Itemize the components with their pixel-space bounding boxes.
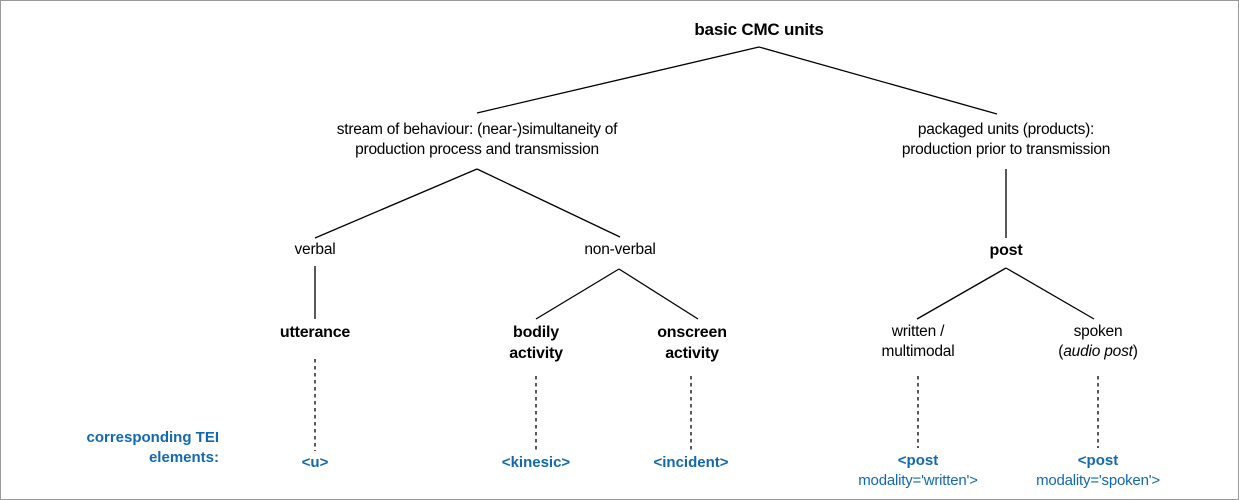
tei-legend: corresponding TEI elements: bbox=[19, 428, 219, 467]
node-written-multimodal[interactable]: written / multimodal bbox=[882, 322, 955, 363]
tei-tag: <incident> bbox=[653, 454, 729, 471]
edge-nonverbal-onscreen bbox=[618, 268, 699, 320]
edge-root-packaged bbox=[758, 46, 998, 115]
tei-element-post-spoken[interactable]: <post modality='spoken'> bbox=[1036, 451, 1160, 490]
node-basic-cmc-units[interactable]: basic CMC units bbox=[694, 19, 823, 41]
edge-root-stream bbox=[476, 46, 760, 114]
node-label: verbal bbox=[294, 241, 336, 258]
node-verbal[interactable]: verbal bbox=[294, 240, 335, 260]
tei-tag: <post bbox=[1077, 452, 1119, 469]
tei-element-kinesic[interactable]: <kinesic> bbox=[502, 453, 570, 473]
node-label-line2: activity bbox=[665, 345, 719, 363]
tei-element-post-written[interactable]: <post modality='written'> bbox=[858, 451, 978, 490]
tei-element-incident[interactable]: <incident> bbox=[653, 453, 728, 473]
edge-stream-nonverbal bbox=[476, 168, 621, 238]
node-label-line1: onscreen bbox=[657, 324, 727, 341]
node-label-line2: production process and transmission bbox=[355, 141, 599, 159]
tei-element-u[interactable]: <u> bbox=[302, 453, 329, 473]
edge-stream-verbal bbox=[314, 168, 478, 239]
node-label-line1: stream of behaviour: (near-)simultaneity… bbox=[336, 121, 618, 138]
audio-post-italic: audio post bbox=[1063, 343, 1133, 361]
node-bodily-activity[interactable]: bodily activity bbox=[509, 322, 563, 364]
paren-open: ( bbox=[1058, 343, 1064, 361]
node-non-verbal[interactable]: non-verbal bbox=[584, 240, 655, 260]
node-utterance[interactable]: utterance bbox=[280, 322, 350, 343]
node-label: non-verbal bbox=[584, 241, 656, 258]
node-spoken-audio-post[interactable]: spoken (audio post) bbox=[1058, 322, 1138, 363]
node-label-line1: bodily bbox=[513, 324, 559, 341]
node-label-line2: (audio post) bbox=[1058, 342, 1138, 362]
node-label-line1: written / bbox=[891, 323, 945, 340]
node-label: post bbox=[989, 242, 1023, 259]
tei-tag: <u> bbox=[301, 454, 329, 471]
edge-post-written bbox=[916, 267, 1007, 320]
tei-attr: modality='written'> bbox=[858, 471, 978, 489]
tei-attr: modality='spoken'> bbox=[1036, 471, 1160, 489]
node-post[interactable]: post bbox=[990, 240, 1023, 261]
node-stream-of-behaviour[interactable]: stream of behaviour: (near-)simultaneity… bbox=[336, 120, 618, 161]
node-packaged-units[interactable]: packaged units (products): production pr… bbox=[901, 120, 1111, 161]
node-label-line1: spoken bbox=[1073, 323, 1123, 340]
tei-tag: <post bbox=[897, 452, 939, 469]
paren-close: ) bbox=[1132, 343, 1138, 361]
edge-post-spoken bbox=[1005, 267, 1095, 320]
node-onscreen-activity[interactable]: onscreen activity bbox=[657, 322, 727, 364]
node-label-line2: multimodal bbox=[881, 343, 955, 361]
node-label-line1: packaged units (products): bbox=[917, 121, 1095, 138]
node-label: utterance bbox=[279, 324, 351, 341]
tei-legend-line1: corresponding TEI bbox=[86, 429, 219, 446]
node-label: basic CMC units bbox=[694, 20, 824, 39]
node-label-line2: activity bbox=[509, 345, 563, 363]
node-label-line2: production prior to transmission bbox=[901, 141, 1111, 159]
edge-nonverbal-bodily bbox=[535, 268, 620, 320]
tei-tag: <kinesic> bbox=[501, 454, 571, 471]
tei-legend-line2: elements: bbox=[148, 448, 219, 466]
